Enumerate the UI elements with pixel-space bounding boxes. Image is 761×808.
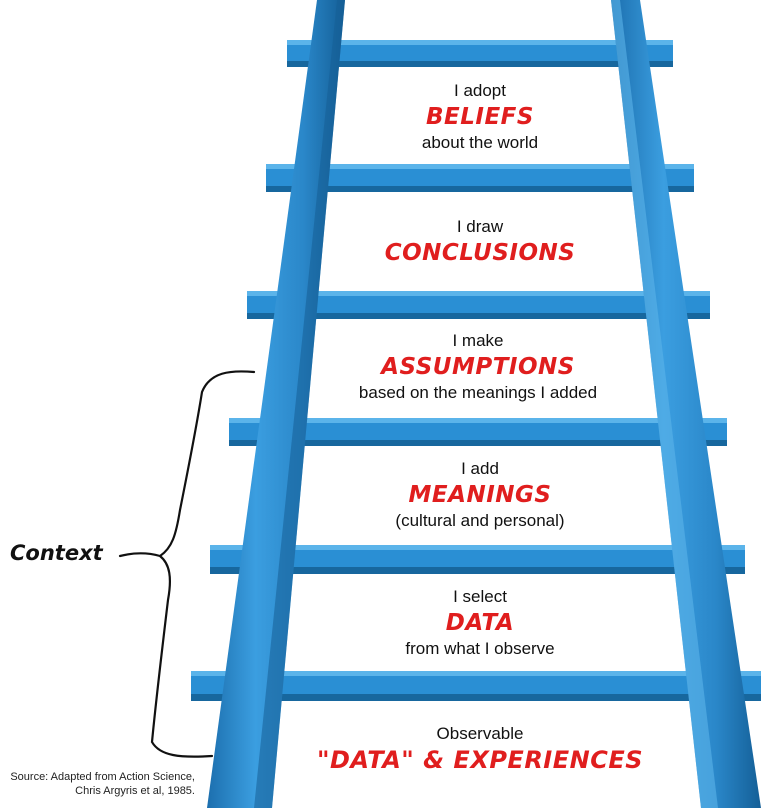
step-conclusions: I draw CONCLUSIONS [310, 216, 650, 268]
right-rail [611, 0, 761, 808]
step-data: I select DATA from what I observe [310, 586, 650, 660]
left-rail [207, 0, 345, 808]
rung-3 [247, 291, 710, 319]
step-data-post: from what I observe [405, 639, 555, 658]
step-beliefs-title: BELIEFS [426, 104, 534, 130]
step-meanings-post: (cultural and personal) [395, 511, 565, 530]
rung-1 [287, 40, 673, 67]
right-rail-shade [611, 0, 718, 808]
step-data-title: DATA [445, 610, 515, 636]
step-meanings-pre: I add [461, 459, 499, 478]
context-bracket [118, 370, 256, 758]
source-credit: Source: Adapted from Action Science, Chr… [0, 768, 200, 804]
left-rail-shade [254, 0, 345, 808]
rung-2 [266, 164, 694, 192]
step-beliefs-post: about the world [421, 133, 539, 152]
step-data-pre: I select [453, 587, 507, 606]
step-beliefs: I adopt BELIEFS about the world [310, 80, 650, 154]
step-observable-title: "DATA" & EXPERIENCES [317, 746, 643, 774]
step-assumptions-title: ASSUMPTIONS [381, 354, 575, 380]
ladder-rails [207, 0, 761, 808]
step-assumptions: I make ASSUMPTIONS based on the meanings… [308, 330, 648, 404]
step-observable-pre: Observable [436, 724, 524, 743]
rung-5 [210, 545, 745, 574]
step-conclusions-title: CONCLUSIONS [384, 240, 576, 266]
source-line-1: Source: Adapted from Action Science, [10, 771, 195, 783]
step-assumptions-post: based on the meanings I added [358, 383, 598, 402]
rung-4 [229, 418, 727, 446]
step-meanings: I add MEANINGS (cultural and personal) [310, 458, 650, 532]
step-assumptions-pre: I make [452, 331, 504, 350]
step-beliefs-pre: I adopt [454, 81, 506, 100]
ladder-rungs [191, 40, 761, 701]
step-meanings-title: MEANINGS [408, 482, 552, 508]
step-conclusions-pre: I draw [456, 217, 504, 236]
rung-6 [191, 671, 761, 701]
source-line-2: Chris Argyris et al, 1985. [75, 785, 195, 797]
context-label: Context [10, 541, 103, 565]
step-observable: Observable "DATA" & EXPERIENCES [300, 723, 660, 775]
